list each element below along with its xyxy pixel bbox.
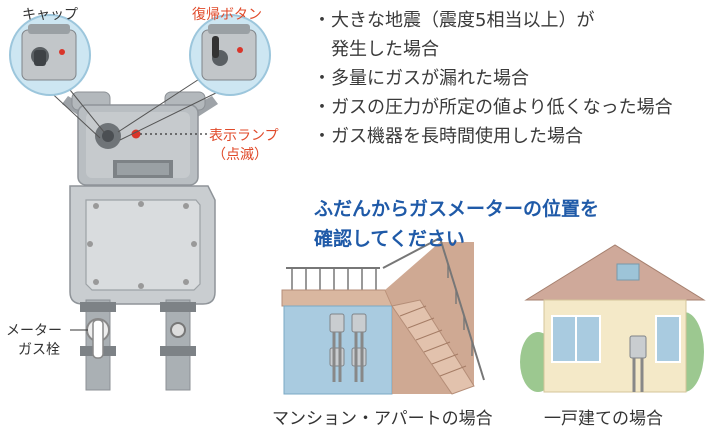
message-line: 確認してください xyxy=(314,228,465,250)
condition-item: 発生した場合 xyxy=(313,39,439,60)
meter-label: メーター xyxy=(6,323,62,339)
meter-location-message: ふだんからガスメーターの位置を 確認してください xyxy=(314,194,599,254)
indicator-lamp-label: 表示ランプ xyxy=(209,128,279,144)
condition-item: ・ガス機器を長時間使用した場合 xyxy=(313,126,583,147)
reset-button-label: 復帰ボタン xyxy=(192,7,262,23)
indicator-lamp-blinking-label: （点滅） xyxy=(212,147,268,163)
shutoff-conditions-list: ・大きな地震（震度5相当以上）が 発生した場合 ・多量にガスが漏れた場合 ・ガス… xyxy=(313,6,673,151)
gas-meter-illustration xyxy=(62,91,218,391)
gas-valve-label: ガス栓 xyxy=(18,342,60,358)
house-caption: 一戸建ての場合 xyxy=(544,409,663,429)
apartment-caption: マンション・アパートの場合 xyxy=(272,409,493,429)
condition-item: ・大きな地震（震度5相当以上）が xyxy=(313,10,595,31)
condition-item: ・多量にガスが漏れた場合 xyxy=(313,68,529,89)
reset-button-zoom-circle xyxy=(117,14,271,141)
message-line: ふだんからガスメーターの位置を xyxy=(314,198,600,220)
cap-label: キャップ xyxy=(22,7,78,23)
house-illustration xyxy=(520,244,706,393)
condition-item: ・ガスの圧力が所定の値より低くなった場合 xyxy=(313,97,673,118)
apartment-illustration xyxy=(281,237,485,395)
cap-zoom-circle xyxy=(9,14,105,139)
